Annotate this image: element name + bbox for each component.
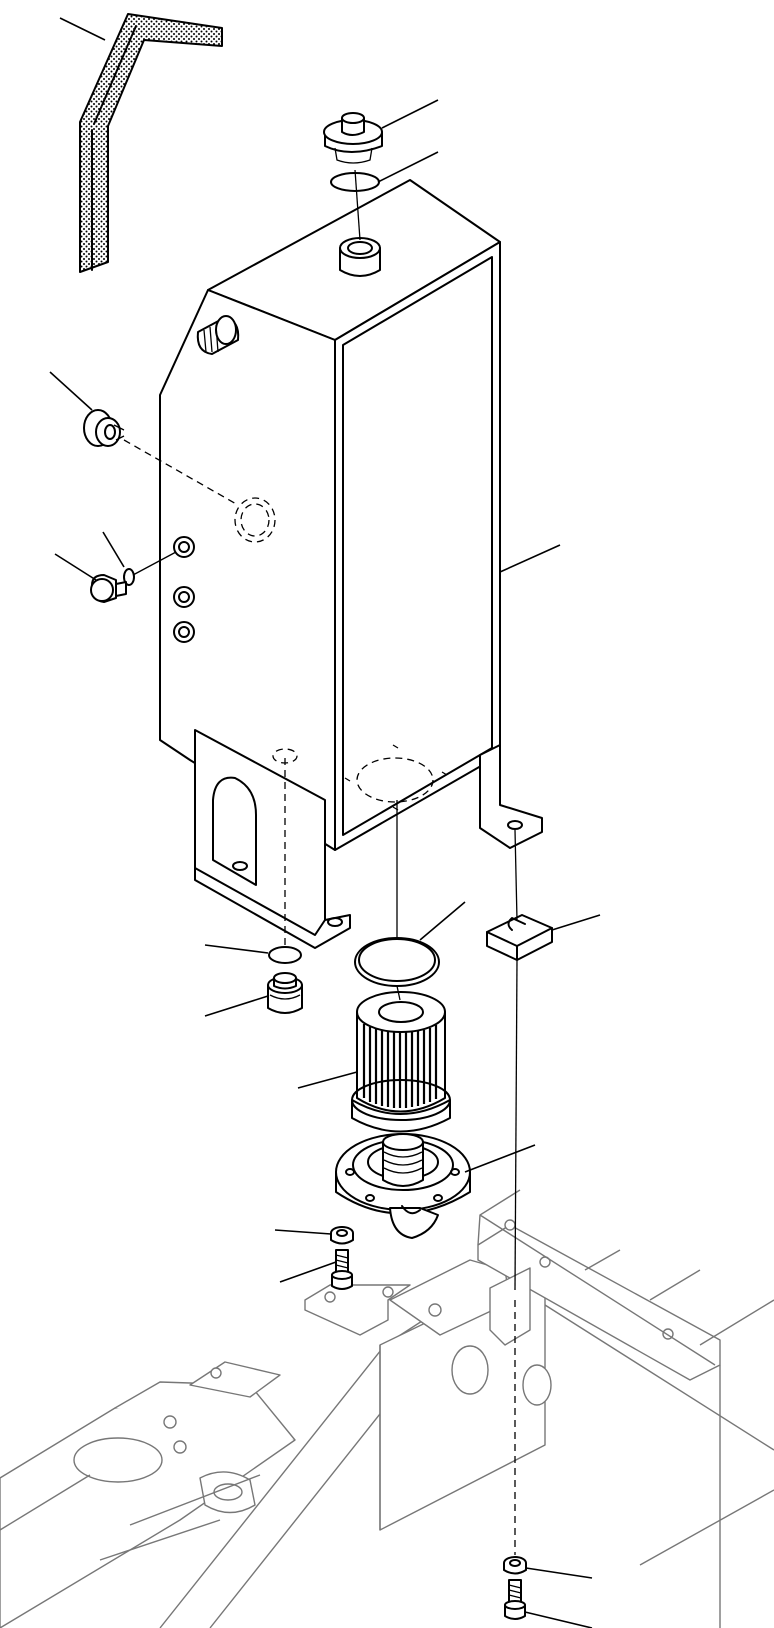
plug-small [54,553,127,603]
frame [0,1189,774,1628]
gasket [354,901,466,987]
o-ring-small [102,531,135,586]
washer-lower [503,1556,593,1579]
filler-cap [323,99,439,164]
drain-plug [204,972,303,1017]
o-ring-drain [204,944,302,964]
spacer [486,914,601,961]
hose [59,13,223,273]
assembly-lines [123,169,518,1555]
bolt-lower [504,1579,593,1628]
bolt [279,1249,353,1290]
cover [335,1133,536,1239]
washer [274,1226,354,1245]
plug-large [49,371,125,447]
strainer [297,991,451,1133]
tank [159,179,561,949]
o-ring-top [330,151,439,192]
